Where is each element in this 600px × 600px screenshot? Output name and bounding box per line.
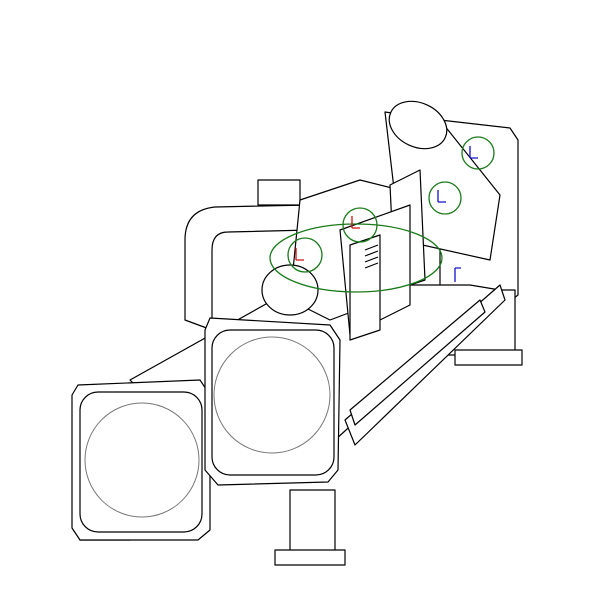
rotation-handle-icon[interactable] (287, 237, 323, 273)
condenser-waterbox (204, 317, 341, 486)
rotation-handle-icon[interactable] (461, 136, 495, 170)
control-panel (339, 204, 411, 341)
rotation-handle-icon[interactable] (428, 181, 462, 215)
rear-support (257, 179, 301, 206)
selection-handles[interactable] (269, 136, 495, 293)
coordinate-triad-icon (295, 146, 478, 282)
evaporator-waterbox (71, 379, 211, 541)
rotation-handle-icon[interactable] (342, 207, 378, 243)
rotation-handle-icon[interactable] (269, 223, 443, 293)
